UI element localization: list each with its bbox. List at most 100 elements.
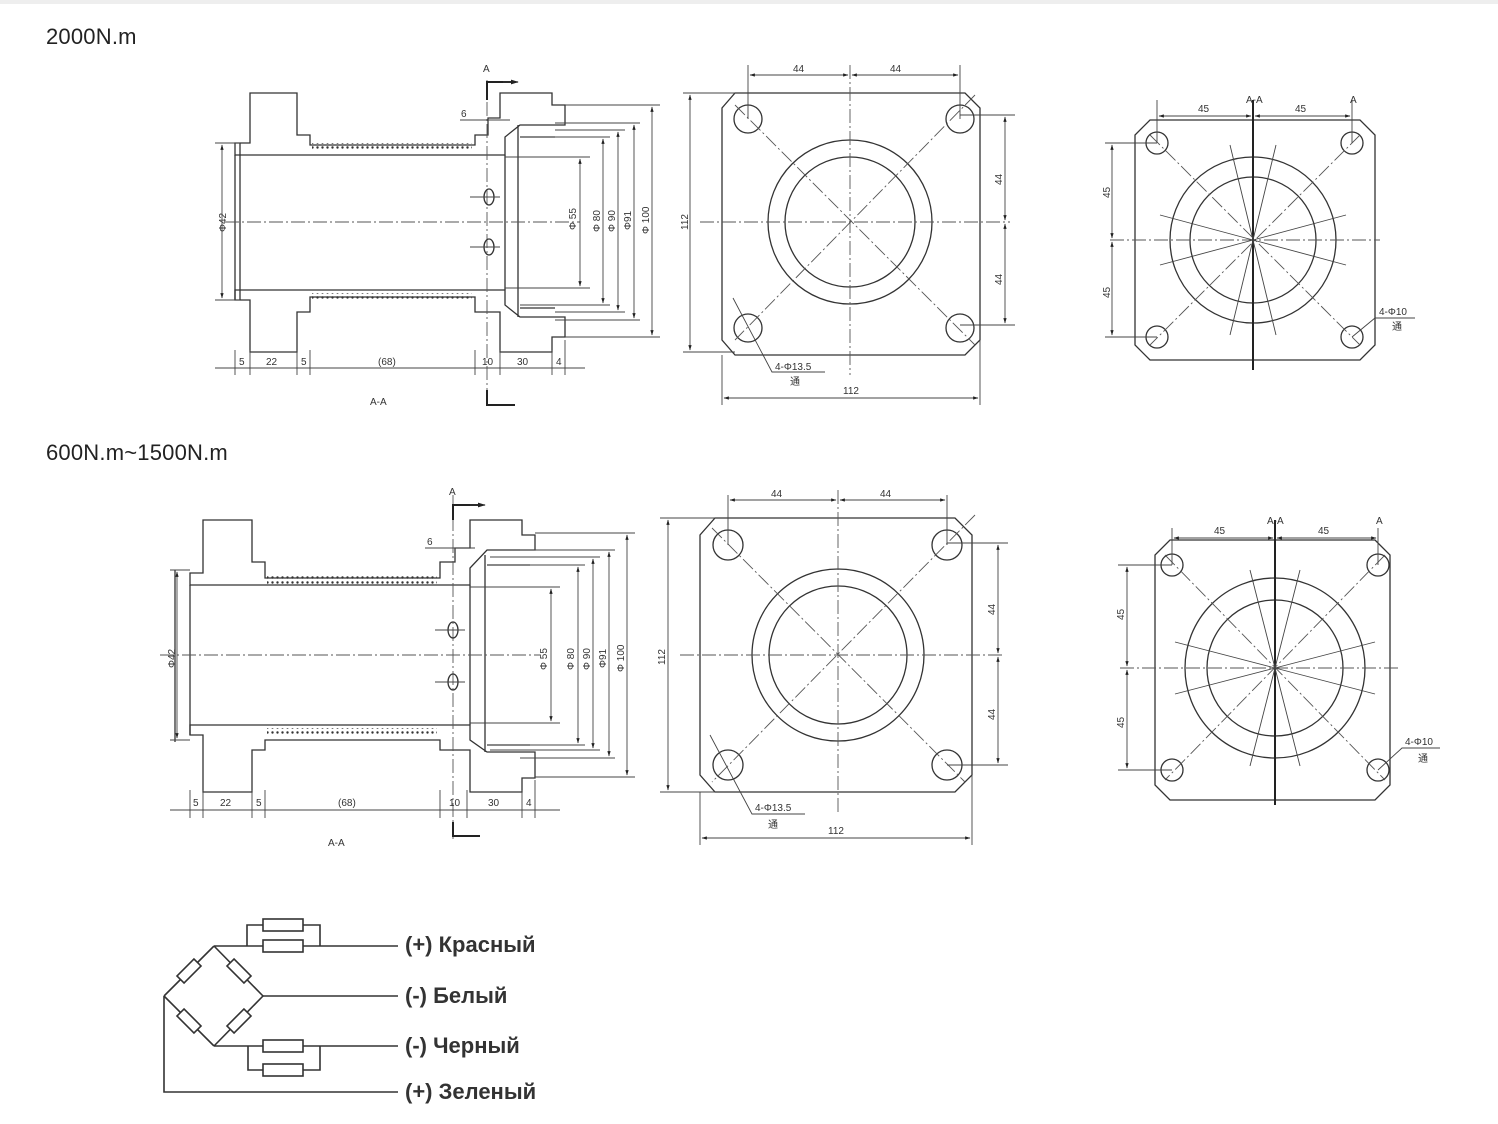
axial-dim: 5	[256, 798, 262, 809]
top-dim: 45	[1318, 526, 1330, 537]
hole-callout: 4-Φ10	[1379, 307, 1407, 318]
dia-91: Φ91	[623, 210, 634, 230]
upper-body-section	[234, 92, 566, 156]
side-view-600-1500: A Φ 55 Φ 80 Φ 90 Φ91 Φ 100 Φ42	[160, 487, 635, 849]
section-label: A-A	[1246, 95, 1263, 106]
section-title-2000nm: 2000N.m	[46, 24, 137, 49]
step-dim: 6	[427, 537, 433, 548]
lower-body-section	[189, 724, 536, 793]
hole-callout: 4-Φ10	[1405, 737, 1433, 748]
bridge-resistor	[225, 957, 253, 985]
hole-callout-sub: 通	[1418, 753, 1428, 765]
left-dim: 45	[1116, 716, 1127, 728]
dia-100: Φ 100	[641, 206, 652, 234]
dia-80: Φ 80	[592, 210, 603, 232]
step-dim: 6	[461, 109, 467, 120]
axial-dim: (68)	[378, 357, 396, 368]
upper-knurl	[267, 576, 437, 584]
right-dim: 44	[994, 273, 1005, 285]
height-dim: 112	[680, 214, 691, 230]
top-dim: 44	[880, 489, 892, 500]
top-dim: 44	[771, 489, 783, 500]
dia-55: Φ 55	[568, 208, 579, 230]
axial-dim: 5	[301, 357, 307, 368]
wire-green	[163, 996, 398, 1093]
section-title-600-1500nm: 600N.m~1500N.m	[46, 440, 228, 465]
radial-lines	[1174, 569, 1376, 767]
top-dim: 45	[1295, 104, 1307, 115]
hole-callout: 4-Φ13.5	[775, 362, 812, 373]
axial-dim: 30	[488, 798, 500, 809]
section-marker-top: A	[449, 487, 456, 498]
dia-100: Φ 100	[616, 644, 627, 672]
comp-resistor	[262, 1063, 304, 1077]
dia-90: Φ 90	[582, 648, 593, 670]
diameter-dims: Φ 55 Φ 80 Φ 90 Φ91 Φ 100	[505, 104, 660, 338]
flange-view-2000: 44 44 44 44 112 112 4-Φ13.5 通	[680, 64, 1015, 405]
width-dim: 112	[828, 826, 844, 837]
dia-55: Φ 55	[539, 648, 550, 670]
axial-dim: 4	[556, 357, 562, 368]
wire-label-white: (-) Белый	[405, 983, 508, 1008]
section-label: A-A	[370, 397, 387, 408]
hole-callout: 4-Φ13.5	[755, 803, 792, 814]
lower-body-section	[234, 289, 566, 353]
diameter-dims: Φ 55 Φ 80 Φ 90 Φ91 Φ 100	[470, 532, 635, 778]
right-dim: 44	[987, 708, 998, 720]
bridge-resistor	[175, 1007, 203, 1035]
axial-dim: 5	[193, 798, 199, 809]
dia-42: Φ42	[218, 212, 229, 232]
lower-knurl	[267, 728, 437, 736]
axial-dims: 5 22 5 (68) 10 30 4	[215, 340, 585, 375]
right-dim: 44	[994, 173, 1005, 185]
section-label: A-A	[328, 838, 345, 849]
wire-label-red: (+) Красный	[405, 932, 536, 957]
top-dim: 44	[793, 64, 805, 75]
axial-dim: 22	[220, 798, 232, 809]
wheatstone-bridge	[163, 918, 398, 1093]
dia-91: Φ91	[598, 648, 609, 668]
top-dim: 45	[1214, 526, 1226, 537]
section-label: A-A	[1267, 516, 1284, 527]
axial-dim: 4	[526, 798, 532, 809]
left-dim: 45	[1116, 608, 1127, 620]
bridge-resistor	[175, 957, 203, 985]
bridge-resistor	[225, 1007, 253, 1035]
wire-label-black: (-) Черный	[405, 1033, 520, 1058]
section-marker: A	[1376, 516, 1383, 527]
axial-dims: 5 22 5 (68) 10 30 4	[170, 780, 560, 818]
wire-label-green: (+) Зеленый	[405, 1079, 537, 1104]
section-marker: A	[1350, 95, 1357, 106]
left-dim: 45	[1102, 186, 1113, 198]
top-dim: 45	[1198, 104, 1210, 115]
flange-view-600-1500: 44 44 44 44 112 112 4-Φ13.5 通	[657, 489, 1008, 845]
dia-42: Φ42	[167, 648, 178, 668]
hole-callout-sub: 通	[768, 819, 778, 831]
radial-lines	[1159, 144, 1347, 336]
upper-body-section	[189, 519, 536, 586]
side-view-2000: A Φ 55 Φ 80 Φ 90 Φ91 Φ 100	[215, 64, 660, 408]
comp-resistor	[262, 939, 304, 953]
top-dim: 44	[890, 64, 902, 75]
section-view-2000: 45 45 A-A A 45 45 4-Φ10 通	[1102, 95, 1415, 370]
upper-knurl	[312, 143, 472, 151]
comp-resistor	[262, 1039, 304, 1053]
right-dim: 44	[987, 603, 998, 615]
section-marker-top: A	[483, 64, 490, 75]
hole-callout-sub: 通	[790, 376, 800, 388]
axial-dim: 5	[239, 357, 245, 368]
section-view-600-1500: 45 45 A-A A 45 45 4-Φ10 通	[1116, 516, 1440, 805]
axial-dim: 22	[266, 357, 278, 368]
axial-dim: 10	[482, 357, 494, 368]
dia-90: Φ 90	[607, 210, 618, 232]
axial-dim: (68)	[338, 798, 356, 809]
lower-knurl	[312, 293, 472, 301]
comp-resistor	[262, 918, 304, 932]
hole-callout-sub: 通	[1392, 321, 1402, 333]
axial-dim: 10	[449, 798, 461, 809]
top-border	[0, 0, 1498, 4]
left-dim: 45	[1102, 286, 1113, 298]
height-dim: 112	[657, 649, 668, 665]
width-dim: 112	[843, 386, 859, 397]
